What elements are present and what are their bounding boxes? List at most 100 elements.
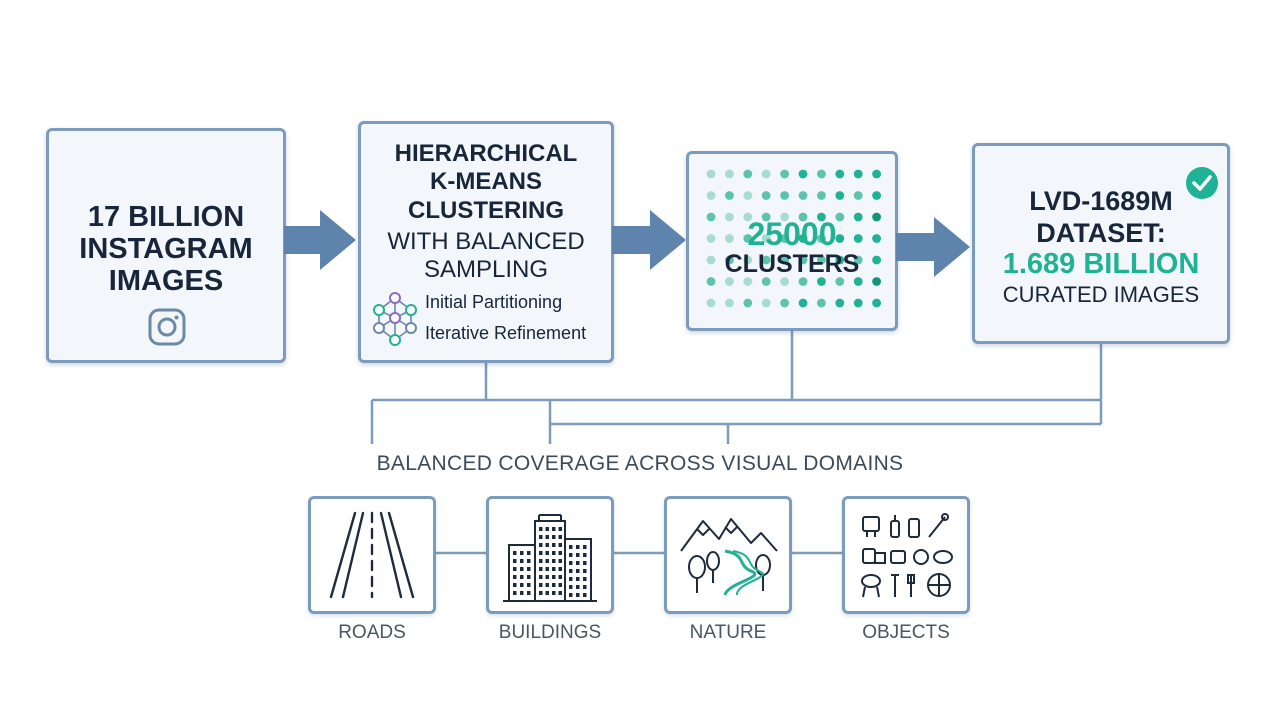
instagram-icon	[148, 308, 186, 346]
building-window	[552, 559, 556, 563]
cluster-dot	[853, 277, 863, 286]
building-window	[513, 567, 517, 571]
clustering-line-3: CLUSTERING	[408, 197, 564, 224]
cluster-dot	[835, 277, 845, 286]
cluster-dot	[798, 169, 808, 179]
building-window	[539, 559, 543, 563]
building-window	[569, 577, 573, 581]
building-window	[527, 583, 531, 587]
cluster-dot	[761, 234, 771, 243]
cluster-dot	[835, 234, 845, 243]
building-window	[558, 543, 562, 547]
cluster-dot	[761, 191, 771, 200]
domain-nature	[664, 496, 792, 614]
cluster-dot	[761, 255, 771, 265]
objects-icon	[861, 513, 953, 598]
building-window	[520, 551, 524, 555]
building-window	[527, 575, 531, 579]
arrow-3	[896, 217, 970, 277]
cluster-dot	[725, 255, 734, 265]
domain-label-buildings: BUILDINGS	[498, 622, 602, 643]
cluster-dot	[743, 298, 753, 308]
cluster-dot	[853, 191, 863, 200]
cluster-dot	[706, 255, 716, 265]
cluster-dot	[798, 255, 808, 265]
building-window	[552, 535, 556, 539]
cluster-dot	[706, 298, 716, 308]
building-window	[520, 583, 524, 587]
building-window	[558, 575, 562, 579]
source-line-2: INSTAGRAM	[79, 233, 253, 265]
clustering-box: HIERARCHICAL K-MEANS CLUSTERING WITH BAL…	[358, 121, 614, 363]
mountains-icon	[680, 518, 778, 596]
cluster-dot	[780, 212, 789, 222]
step-initial-partitioning: Initial Partitioning	[425, 292, 563, 312]
cluster-dot	[817, 277, 826, 286]
cluster-dot	[853, 169, 863, 179]
source-line-1: 17 BILLION	[87, 201, 245, 233]
clusters-label: CLUSTERS	[724, 250, 860, 278]
building-window	[539, 567, 543, 571]
building-window	[576, 553, 580, 557]
building-window	[539, 543, 543, 547]
step-iterative-refinement: Iterative Refinement	[425, 323, 587, 343]
cluster-dot	[725, 212, 734, 222]
cluster-dot	[872, 277, 881, 286]
building-window	[576, 577, 580, 581]
cluster-dot	[743, 169, 753, 179]
cluster-dot	[743, 212, 753, 222]
building-window	[576, 585, 580, 589]
cluster-dot	[853, 255, 863, 265]
cluster-dot	[853, 298, 863, 308]
building-window	[576, 593, 580, 597]
clustering-line-1: HIERARCHICAL	[394, 140, 578, 167]
building-window	[513, 575, 517, 579]
cluster-dot	[706, 277, 716, 286]
cluster-dot	[780, 298, 789, 308]
building-window	[576, 569, 580, 573]
clustering-line-5: SAMPLING	[423, 256, 549, 283]
cluster-dot	[706, 191, 716, 200]
dataset-line-1: LVD-1689M	[1029, 186, 1173, 216]
building-window	[569, 569, 573, 573]
domain-label-objects: OBJECTS	[862, 622, 950, 643]
cluster-dot	[780, 169, 789, 179]
building-window	[576, 545, 580, 549]
building-window	[520, 575, 524, 579]
building-window	[583, 593, 587, 597]
cluster-dot	[835, 298, 845, 308]
building-window	[558, 559, 562, 563]
building-window	[552, 583, 556, 587]
cluster-dot	[872, 191, 881, 200]
cluster-dot	[853, 212, 863, 222]
building-window	[545, 535, 549, 539]
building-window	[513, 559, 517, 563]
building-window	[539, 591, 543, 595]
cluster-dot	[835, 169, 845, 179]
cluster-dot	[743, 234, 753, 243]
building-window	[583, 585, 587, 589]
building-window	[583, 545, 587, 549]
building-window	[552, 527, 556, 531]
building-window	[545, 543, 549, 547]
clustering-line-4: WITH BALANCED	[387, 228, 585, 255]
cluster-dot	[706, 212, 716, 222]
cluster-dot	[817, 255, 826, 265]
building-window	[513, 551, 517, 555]
buildings-icon	[503, 514, 597, 602]
building-window	[569, 593, 573, 597]
source-line-3: IMAGES	[108, 265, 224, 297]
building-window	[545, 527, 549, 531]
clustering-line-2: K-MEANS	[430, 168, 542, 195]
cluster-dot	[817, 212, 826, 222]
building-window	[527, 559, 531, 563]
cluster-dot	[706, 234, 716, 243]
building-window	[569, 553, 573, 557]
dataset-sub: CURATED IMAGES	[1002, 282, 1200, 307]
building-window	[545, 591, 549, 595]
building-window	[545, 551, 549, 555]
network-icon	[373, 292, 417, 346]
domain-roads	[308, 496, 436, 614]
building-window	[513, 591, 517, 595]
cluster-dot	[798, 298, 808, 308]
